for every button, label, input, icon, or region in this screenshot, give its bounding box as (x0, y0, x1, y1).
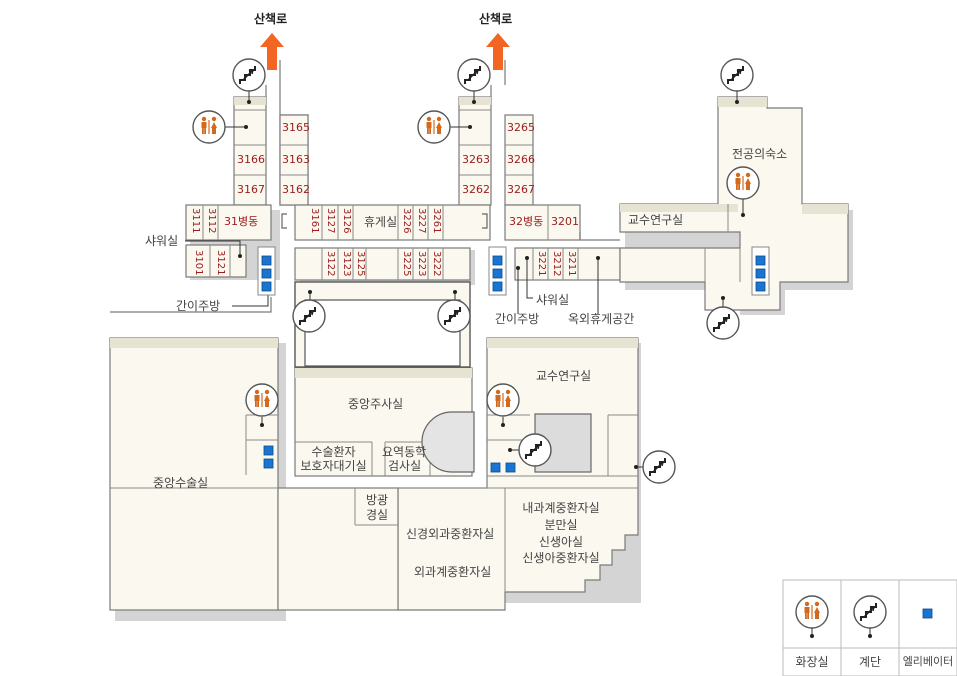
room-3101: 3101 (193, 250, 204, 276)
stairs-icon (292, 299, 326, 333)
elevator-group-2 (488, 246, 507, 296)
leader-dots (238, 100, 745, 469)
ward-31-label: 31병동 (224, 215, 259, 228)
surgery-guardian-label-2: 보호자대기실 (300, 459, 367, 473)
shower-label-2: 샤워실 (536, 293, 570, 307)
elevator-group-3 (751, 246, 770, 296)
nursery-label: 신생아실 (538, 535, 584, 549)
room-3122: 3122 (325, 251, 336, 277)
radiology-label-2: 경실 (365, 508, 389, 522)
room-3123: 3123 (341, 251, 352, 277)
ward-32-label: 32병동 (509, 215, 544, 228)
exit-arrow-1 (260, 33, 284, 70)
room-3126: 3126 (341, 208, 352, 234)
nicu-label: 신생아중환자실 (522, 551, 600, 565)
faculty-office-label-2: 교수연구실 (536, 369, 592, 383)
room-3167: 3167 (237, 183, 265, 196)
surgical-icu-label: 외과계중환자실 (414, 565, 492, 579)
stairs-icon (457, 58, 491, 92)
room-3201: 3201 (551, 215, 579, 228)
stairs-icon (706, 306, 740, 340)
kitchen-label-1: 간이주방 (176, 299, 221, 313)
restroom-icon (417, 110, 451, 144)
lounge-label: 휴게실 (364, 215, 398, 229)
walkway-label-2: 산책로 (479, 12, 513, 26)
resident-dorm-label: 전공의숙소 (732, 147, 788, 161)
corridor-walls (110, 60, 620, 313)
pharmacy-label-2: 검사실 (388, 459, 422, 473)
room-3211: 3211 (566, 251, 577, 277)
elevator-group-1 (257, 246, 276, 296)
room-3265: 3265 (507, 121, 535, 134)
room-3166: 3166 (237, 153, 265, 166)
restroom-icon (245, 383, 279, 417)
room-3125: 3125 (355, 251, 366, 277)
room-3163: 3163 (282, 153, 310, 166)
room-3121: 3121 (215, 250, 226, 276)
corridor-brackets (281, 213, 488, 229)
surgery-label: 중앙수술실 (153, 476, 209, 490)
room-3161: 3161 (309, 208, 320, 234)
medical-icu-label: 내과계중환자실 (522, 501, 600, 515)
faculty-office-label-1: 교수연구실 (628, 213, 684, 227)
radiology-label-1: 방광 (365, 493, 389, 507)
legend-restroom-label: 화장실 (795, 655, 829, 669)
room-3112: 3112 (206, 208, 217, 234)
stairs-icon (642, 450, 676, 484)
stairs-icon (232, 58, 266, 92)
restroom-icon (726, 166, 760, 200)
legend-stairs-label: 계단 (858, 655, 882, 669)
stairs-icon (437, 299, 471, 333)
pharmacy-label-1: 요역동학 (382, 445, 427, 459)
room-3162: 3162 (282, 183, 310, 196)
stairs-icon (720, 58, 754, 92)
room-3261: 3261 (431, 208, 442, 234)
room-3127: 3127 (325, 208, 336, 234)
room-3225: 3225 (401, 251, 412, 277)
restroom-icon (486, 383, 520, 417)
delivery-label: 분만실 (544, 518, 578, 532)
room-3212: 3212 (551, 251, 562, 277)
shower-label-1: 샤워실 (145, 234, 179, 248)
room-3262: 3262 (462, 183, 490, 196)
kitchen-label-2: 간이주방 (495, 312, 540, 326)
restroom-icon (192, 110, 226, 144)
neuro-icu-label: 신경외과중환자실 (406, 527, 495, 541)
partitions (110, 109, 741, 592)
surgery-guardian-label-1: 수술환자 (311, 445, 356, 459)
room-3263: 3263 (462, 153, 490, 166)
room-3227: 3227 (416, 208, 427, 234)
central-office-label: 중앙주사실 (348, 397, 404, 411)
building-floor (109, 85, 849, 611)
stairs-icon (518, 433, 552, 467)
room-3226: 3226 (401, 208, 412, 234)
room-3223: 3223 (416, 251, 427, 277)
room-3267: 3267 (507, 183, 535, 196)
room-3165: 3165 (282, 121, 310, 134)
room-3266: 3266 (507, 153, 535, 166)
room-3222: 3222 (431, 251, 442, 277)
legend-box (782, 579, 957, 676)
exit-arrow-2 (486, 33, 510, 70)
legend-elevator-label: 엘리베이터 (902, 655, 954, 668)
outdoor-lounge-label: 옥외휴게공간 (568, 312, 635, 326)
walkway-label-1: 산책로 (254, 12, 288, 26)
room-3221: 3221 (536, 251, 547, 277)
room-3111: 3111 (190, 208, 201, 234)
